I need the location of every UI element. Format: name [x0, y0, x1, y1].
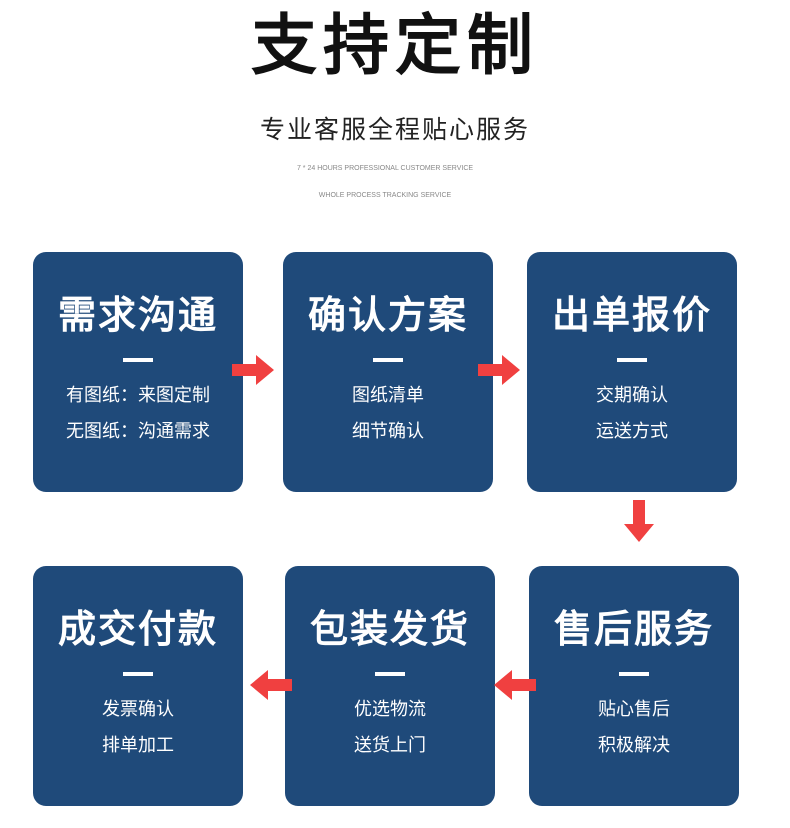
tagline-1: 7 * 24 HOURS PROFESSIONAL CUSTOMER SERVI…: [296, 165, 474, 172]
step-line-2: 运送方式: [596, 421, 668, 442]
arrow-down-icon: [624, 500, 654, 542]
step-divider: [619, 672, 649, 676]
step-line-2: 排单加工: [102, 735, 174, 756]
step-title: 包装发货: [309, 607, 470, 651]
page-title: 支持定制: [251, 7, 539, 84]
step-line-2: 细节确认: [352, 421, 424, 442]
arrow-left-icon: [494, 670, 536, 700]
step-line-1: 发票确认: [102, 699, 174, 720]
step-title: 确认方案: [307, 293, 468, 337]
step-divider: [373, 358, 403, 362]
step-line-2: 送货上门: [354, 735, 426, 756]
arrow-left-icon: [250, 670, 292, 700]
step-title: 成交付款: [57, 607, 218, 651]
step-divider: [617, 358, 647, 362]
step-line-2: 无图纸：沟通需求: [66, 421, 210, 442]
step-divider: [375, 672, 405, 676]
step-line-2: 积极解决: [598, 735, 670, 756]
step-divider: [123, 358, 153, 362]
step-title: 出单报价: [551, 293, 712, 337]
step-line-1: 优选物流: [354, 699, 426, 720]
step-card-2: 确认方案 图纸清单 细节确认: [283, 252, 493, 492]
step-card-5: 包装发货 优选物流 送货上门: [285, 566, 495, 806]
page-subtitle: 专业客服全程贴心服务: [259, 115, 530, 144]
step-line-1: 交期确认: [596, 385, 668, 406]
step-line-1: 图纸清单: [352, 385, 424, 406]
tagline-2: WHOLE PROCESS TRACKING SERVICE: [318, 192, 452, 199]
step-line-1: 有图纸：来图定制: [66, 385, 210, 406]
step-title: 需求沟通: [57, 293, 218, 337]
step-divider: [123, 672, 153, 676]
step-card-1: 需求沟通 有图纸：来图定制 无图纸：沟通需求: [33, 252, 243, 492]
step-line-1: 贴心售后: [598, 699, 670, 720]
arrow-right-icon: [232, 355, 274, 385]
step-card-3: 出单报价 交期确认 运送方式: [527, 252, 737, 492]
step-card-6: 成交付款 发票确认 排单加工: [33, 566, 243, 806]
arrow-right-icon: [478, 355, 520, 385]
step-card-4: 售后服务 贴心售后 积极解决: [529, 566, 739, 806]
step-title: 售后服务: [553, 607, 714, 651]
